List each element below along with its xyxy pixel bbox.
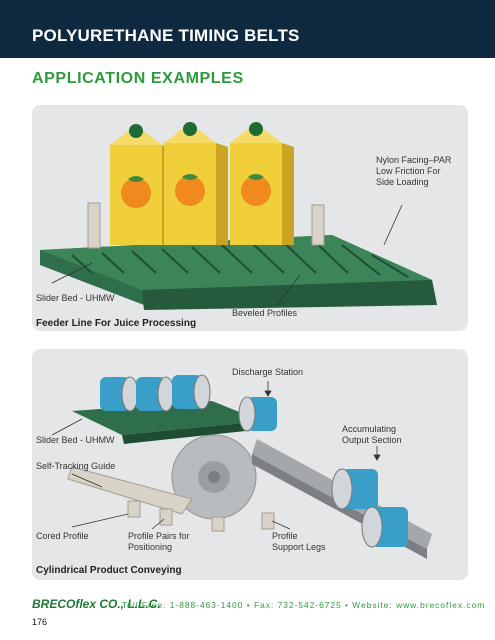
brecoflex-logo: BRECOflex CO., L.L.C. — [32, 597, 161, 611]
oil-filter-icon — [172, 374, 211, 410]
nylon-facing-label: Nylon Facing–PAR Low Friction For Side L… — [376, 155, 451, 188]
panel2-caption: Cylindrical Product Conveying — [36, 565, 182, 576]
juice-feeder-panel: Nylon Facing–PAR Low Friction For Side L… — [32, 105, 468, 331]
slider-bed-label-2: Slider Bed - UHMW — [36, 435, 115, 445]
support-line-1: Profile — [272, 531, 298, 541]
discharge-station-label: Discharge Station — [232, 367, 304, 377]
oil-filter-icon — [238, 396, 277, 432]
page-number: 176 — [32, 617, 48, 627]
self-tracking-guide-label: Self-Tracking Guide — [36, 461, 116, 471]
header-bar: POLYURETHANE TIMING BELTS — [0, 0, 495, 58]
juice-feeder-illustration — [40, 122, 437, 310]
slider-bed-label: Slider Bed - UHMW — [36, 293, 115, 303]
accum-line-2: Output Section — [342, 435, 402, 445]
nylon-line-3: Side Loading — [376, 177, 429, 187]
beveled-profiles-label: Beveled Profiles — [232, 308, 298, 318]
nylon-line-1: Nylon Facing–PAR — [376, 155, 452, 165]
oil-filter-icon — [136, 376, 175, 412]
accum-line-1: Accumulating — [342, 424, 397, 434]
pairs-line-1: Profile Pairs for — [128, 531, 190, 541]
contact-info: Toll Free: 1-888-463-1400 • Fax: 732-542… — [122, 600, 486, 610]
accumulating-output-label: Accumulating Output Section — [342, 424, 402, 446]
juice-carton-icon — [164, 122, 228, 245]
profile-support-legs-label: Profile Support Legs — [272, 531, 326, 553]
support-line-2: Support Legs — [272, 542, 326, 552]
cored-profile-label: Cored Profile — [36, 531, 89, 541]
sprocket-icon — [171, 434, 257, 520]
page-title: POLYURETHANE TIMING BELTS — [32, 26, 300, 45]
cylindrical-conveying-panel: Discharge Station Accumulating Output Se… — [32, 349, 468, 580]
profile-pairs-label: Profile Pairs for Positioning — [128, 531, 190, 553]
oil-filter-icon — [361, 506, 408, 548]
cylindrical-conveying-illustration — [51, 374, 432, 559]
nylon-line-2: Low Friction For — [376, 166, 441, 176]
oil-filter-icon — [100, 376, 139, 412]
panel1-caption: Feeder Line For Juice Processing — [36, 318, 197, 329]
oil-filter-icon — [331, 468, 378, 510]
section-title: APPLICATION EXAMPLES — [32, 70, 244, 87]
pairs-line-2: Positioning — [128, 542, 173, 552]
juice-carton-icon — [230, 122, 294, 245]
footer: BRECOflex CO., L.L.C. Toll Free: 1-888-4… — [32, 597, 484, 615]
